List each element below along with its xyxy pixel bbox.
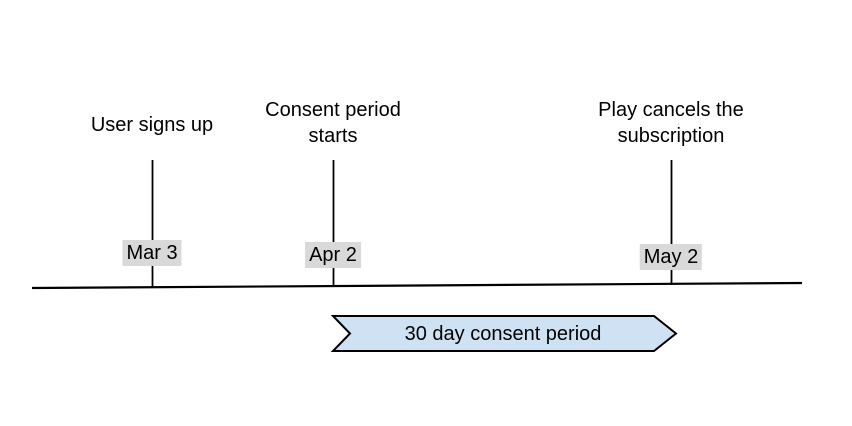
event-label-play-cancels: Play cancels the subscription <box>598 99 744 147</box>
event-date-consent-start: Apr 2 <box>305 242 361 268</box>
timeline-axis-line <box>31 281 803 290</box>
consent-period-ribbon-label: 30 day consent period <box>404 323 602 345</box>
event-date-play-cancels: May 2 <box>639 244 703 270</box>
event-label-user-signup: User signs up <box>90 114 214 136</box>
consent-period-ribbon <box>330 315 678 352</box>
event-date-user-signup: Mar 3 <box>122 240 182 266</box>
event-label-consent-start: Consent period starts <box>265 99 401 147</box>
